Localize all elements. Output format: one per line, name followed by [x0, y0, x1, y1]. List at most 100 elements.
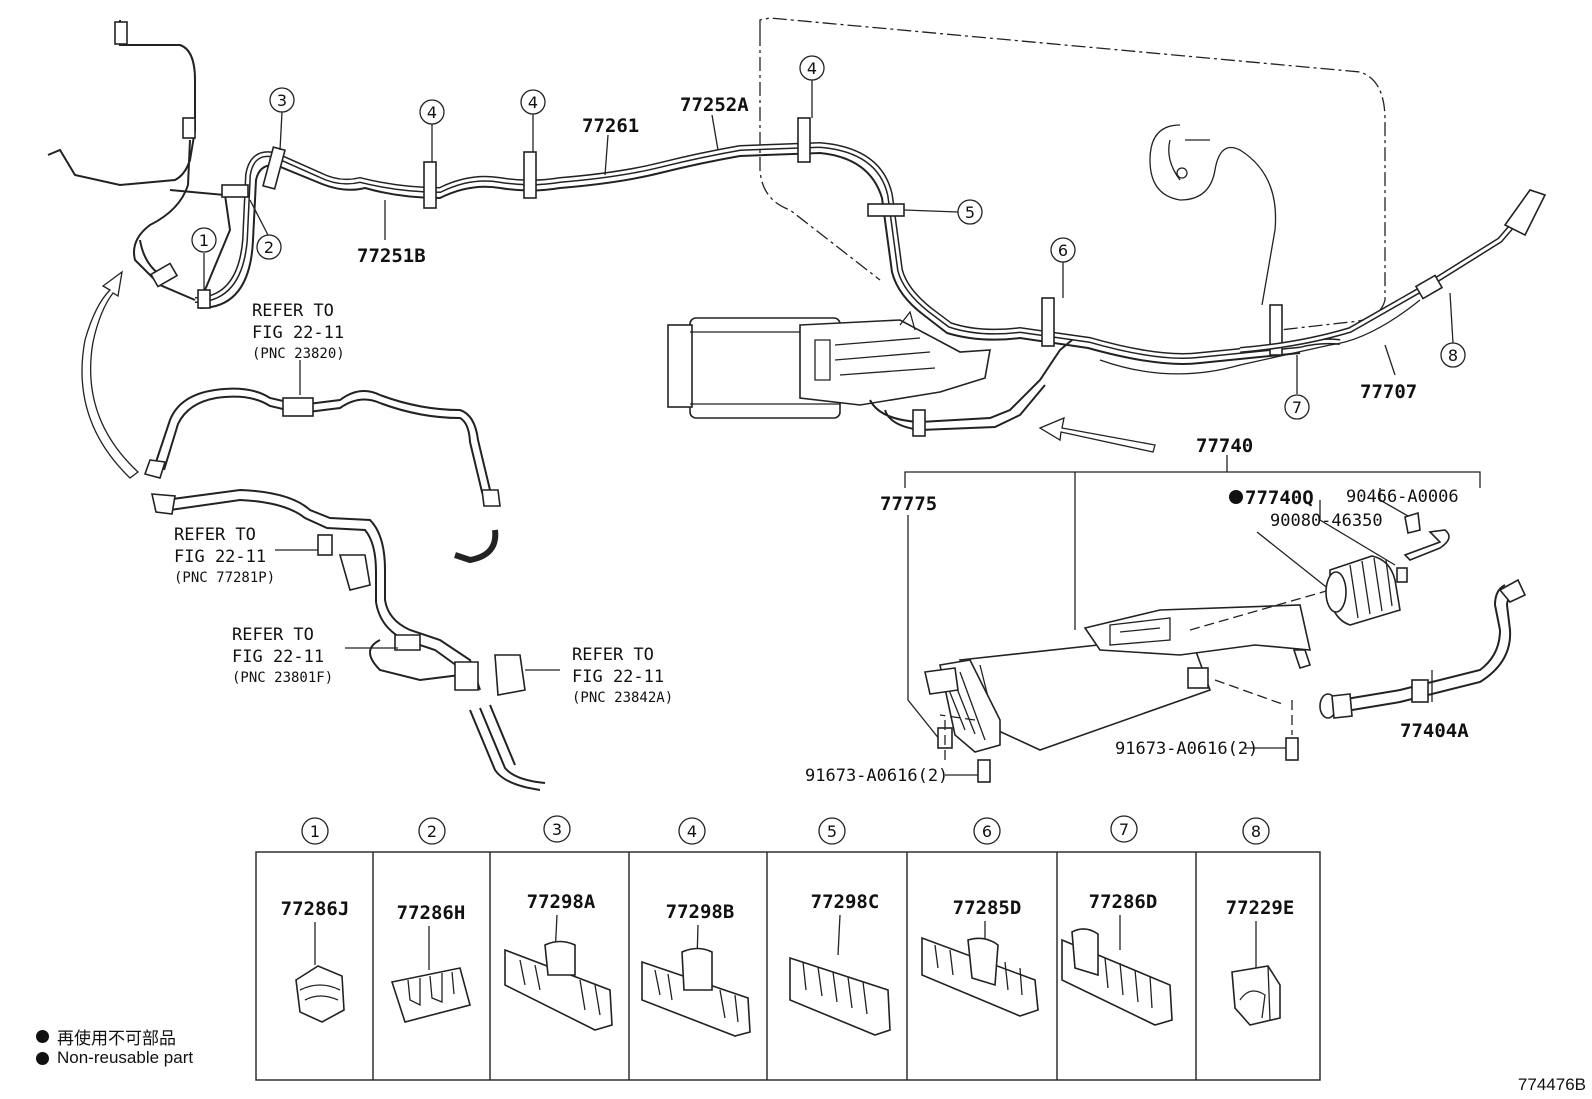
table-header-5 [818, 817, 846, 845]
svg-text:1: 1 [310, 822, 320, 841]
svg-text:4: 4 [427, 103, 437, 122]
table-header-1 [301, 817, 329, 845]
clamp-1-marker [149, 262, 179, 288]
svg-text:2: 2 [427, 822, 437, 841]
table-header-3 [543, 815, 571, 843]
table-header-2 [418, 817, 446, 845]
table-part-6: 77285D [953, 897, 1022, 919]
table-part-3: 77298A [527, 891, 596, 913]
table-part-5: 77298C [811, 891, 880, 913]
svg-text:3: 3 [277, 91, 287, 110]
legend-japanese: 再使用不可部品 [36, 1024, 176, 1049]
svg-text:FIG 22-11: FIG 22-11 [252, 323, 344, 343]
svg-text:4: 4 [528, 93, 538, 112]
fuel-tank-outline [759, 17, 1386, 331]
part-90466: 90466-A0006 [1346, 487, 1459, 507]
svg-text:(PNC 23820): (PNC 23820) [252, 346, 345, 362]
svg-text:7: 7 [1119, 820, 1129, 839]
bullet-icon [36, 1030, 49, 1043]
clamp-2-marker [221, 184, 249, 198]
part-77740: 77740 [1196, 435, 1253, 457]
svg-text:8: 8 [1448, 346, 1458, 365]
svg-text:5: 5 [965, 203, 975, 222]
callout-3 [269, 87, 295, 113]
table-part-1: 77286J [281, 898, 350, 920]
bolt-left-icon [977, 759, 991, 783]
legend-japanese-text: 再使用不可部品 [57, 1029, 176, 1048]
svg-text:FIG 22-11: FIG 22-11 [174, 547, 266, 567]
part-77775: 77775 [880, 493, 937, 515]
part-77404A: 77404A [1400, 720, 1469, 742]
svg-text:5: 5 [827, 822, 837, 841]
clamp-77286H-icon [390, 967, 471, 1023]
svg-text:(PNC 23842A): (PNC 23842A) [572, 690, 673, 706]
bracket-77740 [904, 455, 1481, 488]
left-pipe-tangle [47, 20, 232, 301]
curved-arrow [81, 270, 140, 479]
direction-arrow [1038, 416, 1156, 453]
clamp-4a-marker [423, 161, 437, 209]
callout-6 [1050, 237, 1076, 263]
ref-23801F: REFER TO FIG 22-11 (PNC 23801F) [232, 625, 333, 686]
table-header-8 [1242, 817, 1270, 845]
ref-23842A: REFER TO FIG 22-11 (PNC 23842A) [572, 645, 673, 706]
clamp-table: 1 2 3 4 5 6 7 8 77286J 77286H 77298A 772… [255, 815, 1321, 1081]
svg-text:REFER TO: REFER TO [572, 645, 654, 665]
part-77740Q: 77740Q [1245, 487, 1314, 509]
svg-text:REFER TO: REFER TO [232, 625, 314, 645]
callout-4a [419, 99, 445, 125]
clamp-77285D-icon [921, 936, 1039, 1017]
clamp-6-marker [1041, 297, 1055, 347]
svg-text:(PNC 23801F): (PNC 23801F) [232, 670, 333, 686]
ref-77281P: REFER TO FIG 22-11 (PNC 77281P) [174, 525, 275, 586]
bolt-right-icon [1285, 737, 1299, 761]
filter-77740Q [1325, 555, 1401, 626]
clamp-3-marker [262, 146, 286, 190]
clamp-4b-marker [523, 151, 537, 199]
canister-upper [667, 310, 1073, 437]
part-90080: 90080-46350 [1270, 511, 1383, 531]
callout-4b [520, 89, 546, 115]
callout-8 [1440, 342, 1466, 368]
svg-text:1: 1 [199, 231, 209, 250]
legend-english: Non-reusable part [36, 1048, 193, 1068]
svg-text:FIG 22-11: FIG 22-11 [232, 647, 324, 667]
svg-text:2: 2 [264, 238, 274, 257]
svg-text:4: 4 [687, 822, 697, 841]
hose-23820 [154, 387, 496, 506]
figure-number: 774476B [1517, 1075, 1586, 1094]
filler-loop [1149, 124, 1277, 306]
svg-text:8: 8 [1251, 822, 1261, 841]
callouts: 1 2 3 4 4 4 5 6 7 8 [191, 55, 1466, 420]
clamp-77286D-icon [1061, 928, 1173, 1026]
clamp-8-marker [1414, 274, 1444, 300]
svg-text:FIG 22-11: FIG 22-11 [572, 667, 664, 687]
non-reusable-dot-icon [1229, 490, 1243, 504]
table-part-7: 77286D [1089, 891, 1158, 913]
part-77251B: 77251B [357, 245, 426, 267]
clamp-4c-marker [797, 117, 811, 163]
clamp-77298C-icon [789, 956, 891, 1036]
part-bolt-left: 91673-A0616(2) [805, 766, 948, 786]
legend-english-text: Non-reusable part [57, 1048, 194, 1067]
clamp-7-marker [1269, 304, 1283, 356]
table-part-8: 77229E [1226, 897, 1295, 919]
svg-text:6: 6 [1058, 241, 1068, 260]
callout-1 [191, 227, 217, 253]
callout-7 [1284, 394, 1310, 420]
svg-text:6: 6 [982, 822, 992, 841]
part-bolt-right: 91673-A0616(2) [1115, 739, 1258, 759]
table-header-7 [1110, 815, 1138, 843]
svg-text:(PNC 77281P): (PNC 77281P) [174, 570, 275, 586]
hose-90466 [1403, 529, 1450, 561]
callout-4c [799, 55, 825, 81]
bullet-icon [36, 1051, 49, 1065]
svg-text:REFER TO: REFER TO [252, 301, 334, 321]
table-header-6 [973, 817, 1001, 845]
part-77252A: 77252A [680, 94, 749, 116]
hose-lower-left [164, 488, 481, 691]
part-77261: 77261 [582, 115, 639, 137]
svg-text:REFER TO: REFER TO [174, 525, 256, 545]
hose-77404A [1319, 578, 1527, 719]
